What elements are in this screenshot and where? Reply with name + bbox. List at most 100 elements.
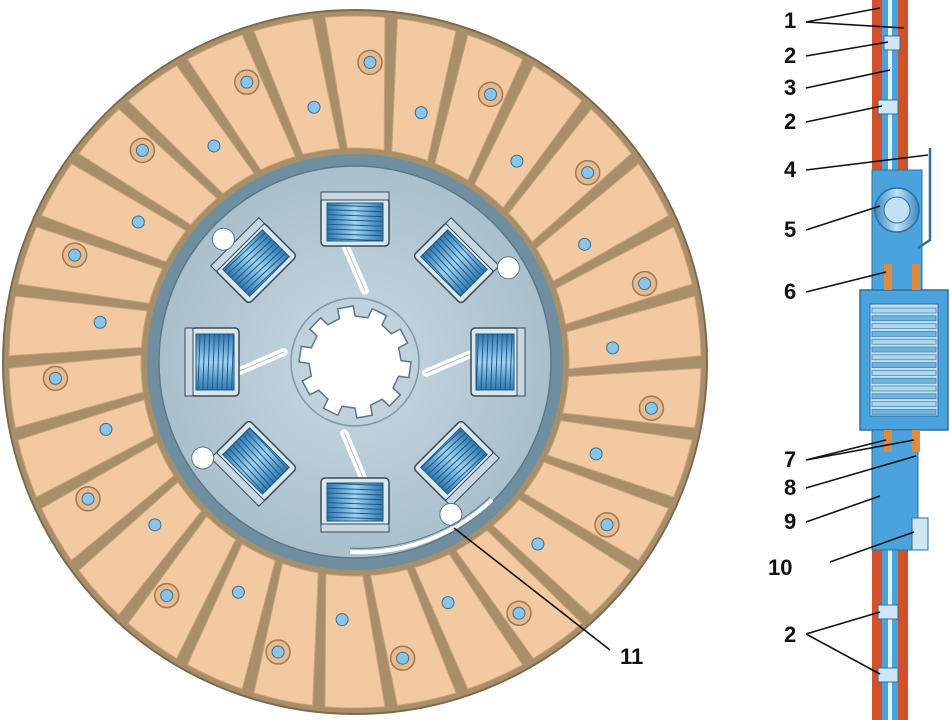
label-2a: 2 [784,43,796,68]
spring-coil [235,441,275,483]
lining-segment [127,515,237,660]
leader-11 [453,527,611,651]
lining-rivets [42,49,665,671]
spring-coil [207,333,211,391]
spring-coil [442,234,482,276]
spring-coil [499,333,503,391]
damper-spring [210,420,297,507]
section-spring-coil [871,370,937,376]
lining-segment [324,15,386,151]
lining-segment [40,163,187,263]
spring-body [195,333,235,391]
spring-coil [445,230,485,273]
spring-body [420,229,488,297]
spring-coil [326,502,384,506]
lining-segment [78,108,218,226]
spring-coil [240,249,283,289]
spring-cap [320,191,390,201]
rivet [335,613,349,627]
spring-coil [221,333,225,391]
section-stop-pin [911,517,929,551]
spring-cap [210,217,266,273]
spring-coil [425,251,465,293]
leader-1a [805,7,881,23]
spring-cap [444,217,500,273]
spring-coil [232,444,271,487]
section-rivets-bottom [877,604,899,683]
section-spring-coil [871,393,937,400]
section-spring-coil [871,354,937,361]
rivet [581,166,595,180]
section-spring-coil [871,362,937,368]
section-washer-lower [884,430,892,452]
lining-segment [253,562,319,706]
spring-coil [326,214,384,218]
section-damper-spring [871,307,937,415]
section-spring-coil [871,346,937,353]
leader-2c-b [805,633,881,675]
lining-segment [391,18,457,162]
rivet [644,401,658,415]
hub-hole [191,446,215,470]
spring-coil [202,333,206,391]
spring-coil [225,451,265,494]
spring-coil [238,437,278,480]
section-spring-coil [871,323,937,329]
hub-hole [496,256,520,280]
damper-spring [320,191,390,247]
rivet [589,447,603,461]
rivet [93,315,107,329]
spring-coil [237,245,280,285]
leader-6 [805,271,887,293]
lining-segment [40,442,175,562]
section-washer-lower-r [912,430,920,452]
spring-coil [326,223,384,227]
rivet [531,537,545,551]
spring-coil [247,255,290,295]
spring-coil [326,492,384,496]
rivet [207,139,221,153]
spring-coil [437,446,480,485]
spring-cap [184,327,194,397]
lining-segment [369,568,457,706]
section-thin-plate [917,148,932,250]
leader-1b [805,21,905,29]
spring-coil [475,333,479,391]
section-spring-coil [871,315,937,322]
rivet [68,248,82,262]
leader-4 [805,154,929,171]
rivet [414,106,428,120]
spring-coil [326,233,384,237]
rivet [512,606,526,620]
rivet [606,341,620,355]
spring-coil [230,239,273,278]
rivet [484,87,498,101]
lining-segment [492,498,632,616]
lining-segment [186,543,276,690]
hub-hole [211,227,235,251]
leader-3 [805,69,891,89]
lining-segment [434,34,524,181]
friction-lining-segments [8,15,702,709]
spring-coil [197,333,201,391]
lining-segment [555,226,693,325]
section-spring-coil [871,377,937,384]
lining-segment [473,64,583,209]
spring-coil [430,439,473,479]
section-spring-coil [871,331,937,337]
spring-body [420,427,488,495]
spring-coil [495,333,499,391]
label-1: 1 [784,8,796,33]
rivet [638,277,652,291]
spring-coil [424,432,466,472]
label-2b: 2 [784,109,796,134]
section-spring-coil [871,307,937,314]
leader-2a [805,41,889,57]
rivet [231,585,245,599]
spring-coil [227,235,269,275]
leader-2b [805,105,883,123]
clutch-disc-cross-section [859,0,949,720]
damper-spring [470,327,526,397]
section-spring-coil [871,401,937,407]
